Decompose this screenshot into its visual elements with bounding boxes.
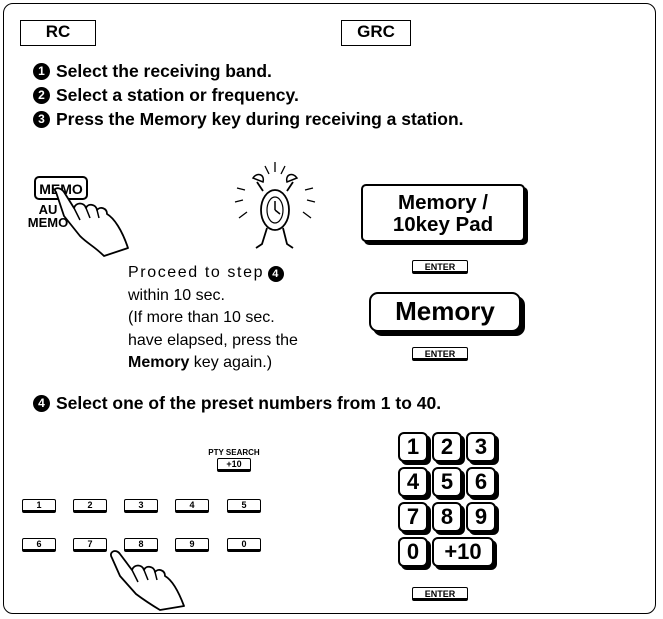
proceed-line3: (If more than 10 sec.: [128, 307, 334, 330]
step-2: 2 Select a station or frequency.: [33, 85, 299, 106]
numpad-key-plus10[interactable]: +10: [432, 537, 494, 567]
step-number: 4: [33, 395, 50, 412]
key-5[interactable]: 5: [227, 499, 261, 513]
key-7[interactable]: 7: [73, 538, 107, 552]
numpad-key-9[interactable]: 9: [466, 502, 496, 532]
grc-label: GRC: [341, 20, 411, 46]
step-4: 4 Select one of the preset numbers from …: [33, 393, 441, 414]
key-1[interactable]: 1: [22, 499, 56, 513]
numpad-key-0[interactable]: 0: [398, 537, 428, 567]
step-text: Select one of the preset numbers from 1 …: [56, 393, 441, 414]
proceed-line5-rest: key again.): [189, 354, 272, 371]
proceed-line5: Memory key again.): [128, 352, 334, 375]
memory-pad-line1: Memory /: [363, 192, 523, 214]
pressing-hand-icon: [104, 548, 194, 610]
alarm-clock-icon: [235, 158, 317, 258]
step-3: 3 Press the Memory key during receiving …: [33, 109, 464, 130]
numpad-key-2[interactable]: 2: [432, 432, 462, 462]
numpad-key-5[interactable]: 5: [432, 467, 462, 497]
plus10-key[interactable]: +10: [217, 458, 251, 472]
pressing-hand-icon: [44, 186, 134, 256]
memory-button[interactable]: Memory: [369, 292, 521, 332]
numpad-key-3[interactable]: 3: [466, 432, 496, 462]
numpad-key-6[interactable]: 6: [466, 467, 496, 497]
proceed-line1: Proceed to step: [128, 264, 264, 281]
step-number: 1: [33, 63, 50, 80]
key-4[interactable]: 4: [175, 499, 209, 513]
proceed-line2: within 10 sec.: [128, 285, 334, 308]
proceed-line4: have elapsed, press the: [128, 330, 334, 353]
key-2[interactable]: 2: [73, 499, 107, 513]
pty-search-label: PTY SEARCH: [204, 448, 264, 457]
numpad-key-8[interactable]: 8: [432, 502, 462, 532]
memory-10key-pad-button[interactable]: Memory / 10key Pad: [361, 184, 525, 242]
step-text: Press the Memory key during receiving a …: [56, 109, 464, 130]
step-1: 1 Select the receiving band.: [33, 61, 272, 82]
memory-pad-line2: 10key Pad: [363, 214, 523, 236]
key-6[interactable]: 6: [22, 538, 56, 552]
step-number: 2: [33, 87, 50, 104]
step-text: Select a station or frequency.: [56, 85, 299, 106]
enter-key[interactable]: ENTER: [412, 347, 468, 361]
step-number: 3: [33, 111, 50, 128]
memory-key-name: Memory: [128, 354, 189, 371]
step-ref-number: 4: [268, 266, 284, 282]
numpad-key-1[interactable]: 1: [398, 432, 428, 462]
numpad-key-4[interactable]: 4: [398, 467, 428, 497]
enter-key[interactable]: ENTER: [412, 587, 468, 601]
step-text: Select the receiving band.: [56, 61, 272, 82]
key-0[interactable]: 0: [227, 538, 261, 552]
numpad-key-7[interactable]: 7: [398, 502, 428, 532]
rc-label: RC: [20, 20, 96, 46]
key-3[interactable]: 3: [124, 499, 158, 513]
enter-key[interactable]: ENTER: [412, 260, 468, 274]
